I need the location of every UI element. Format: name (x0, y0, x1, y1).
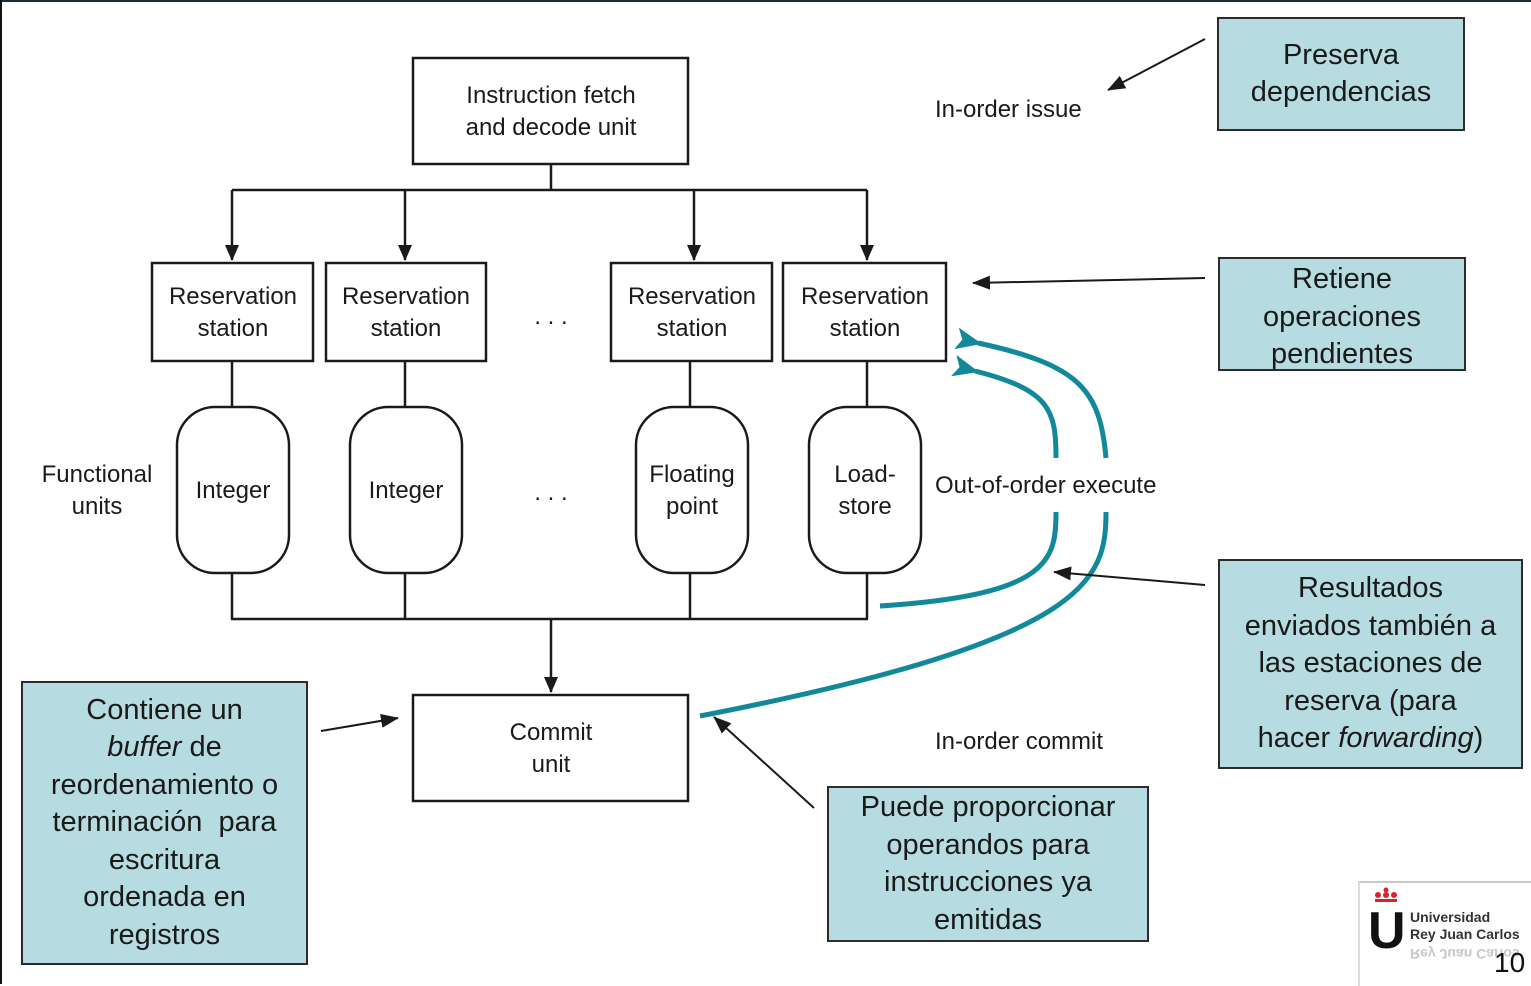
fu-4-line-1: Load- (834, 461, 895, 488)
callout-line: pendientes (1271, 338, 1413, 370)
forwarding-arrow-fu-upper (950, 354, 1059, 459)
slide-page-number: 10 (1494, 947, 1526, 978)
forwarding-arrow-commit-lower (699, 511, 1109, 719)
callout-line: buffer de (107, 731, 222, 764)
reservation-station: Reservation station (609, 261, 774, 363)
commit-unit: Commit unit (411, 693, 690, 803)
rs-3-line-2: station (657, 315, 728, 342)
fetch-unit-line-1: Instruction fetch (466, 82, 635, 109)
functional-units-label-1: Functional (42, 461, 153, 488)
fetch-unit-line-2: and decode unit (466, 114, 637, 141)
logo-name: Universidad Rey Juan Carlos (1410, 909, 1520, 943)
out-of-order-execute-label: Out-of-order execute (935, 472, 1156, 499)
callout-line: emitidas (934, 903, 1042, 936)
callout-line: instrucciones ya (884, 866, 1092, 898)
rs-ellipsis: . . . (534, 303, 567, 330)
pointer-resultados (1053, 566, 1206, 586)
pointer-preserva (1107, 38, 1206, 91)
fu-3-line-1: Floating (649, 461, 734, 488)
rs-3-line-1: Reservation (628, 283, 756, 310)
callout-puede-proporcionar: Puede proporcionar operandos para instru… (827, 786, 1149, 942)
pointer-retiene (972, 275, 1206, 290)
university-logo: U Universidad Rey Juan Carlos Rey Juan C… (1358, 881, 1531, 986)
forwarding-arrow-fu-lower (879, 511, 1059, 609)
rs-2-line-1: Reservation (342, 283, 470, 310)
callout-line: terminación para (52, 806, 277, 839)
rs-4-line-2: station (830, 315, 901, 342)
rs-4-line-1: Reservation (801, 283, 929, 310)
forwarding-arrow-commit-upper (954, 327, 1109, 459)
rs-1-line-1: Reservation (169, 283, 297, 310)
callout-pointers (320, 38, 1206, 809)
functional-unit-load-store: Load- store (807, 405, 923, 575)
callout-line: Puede proporcionar (860, 791, 1116, 823)
logo-name-line-1: Universidad (1410, 909, 1491, 925)
instruction-fetch-unit: Instruction fetch and decode unit (411, 56, 690, 166)
functional-unit-floating-point: Floating point (634, 405, 750, 575)
result-bus (230, 573, 869, 693)
callout-line: operaciones (1263, 300, 1421, 333)
rs-1-line-2: station (198, 315, 269, 342)
fu-ellipsis: . . . (534, 479, 567, 506)
in-order-commit-label: In-order commit (935, 728, 1103, 755)
forwarding-arrows (699, 327, 1109, 719)
fu-3-line-2: point (666, 493, 718, 520)
crown-icon (1375, 887, 1397, 902)
pointer-contiene (320, 713, 399, 732)
fu-4-line-2: store (838, 493, 891, 520)
functional-unit-integer: Integer (175, 405, 291, 575)
callout-line: Resultados (1297, 572, 1444, 605)
callout-retiene-operaciones: Retiene operaciones pendientes (1218, 257, 1466, 371)
italic-term: buffer (107, 731, 182, 764)
logo-name-line-2: Rey Juan Carlos (1410, 926, 1520, 942)
callout-line: escritura (108, 843, 221, 876)
reservation-station: Reservation station (150, 261, 315, 363)
callout-line: operandos para (886, 828, 1090, 861)
commit-unit-line-1: Commit (510, 719, 593, 746)
callout-line: Retiene (1292, 263, 1392, 295)
logo-u-glyph: U (1368, 902, 1406, 960)
commit-unit-line-2: unit (532, 751, 571, 778)
callout-line: dependencias (1250, 76, 1432, 108)
reservation-station: Reservation station (781, 261, 948, 363)
callout-line: enviados también a (1244, 609, 1497, 642)
callout-line: Contiene un (86, 693, 243, 726)
reservation-station: Reservation station (324, 261, 488, 363)
functional-unit-integer: Integer (348, 405, 464, 575)
rs-2-line-2: station (371, 315, 442, 342)
pointer-puede (713, 716, 815, 809)
rs-to-fu-connectors (230, 361, 869, 407)
italic-term: forwarding (1338, 722, 1474, 755)
fu-2-label: Integer (369, 477, 444, 504)
slide-left-border (0, 0, 2, 984)
callout-line: reordenamiento o (50, 768, 279, 801)
issue-bus (225, 164, 874, 261)
callout-line: Preserva (1282, 38, 1400, 71)
callout-line: ordenada en (83, 881, 246, 914)
callout-line: hacer forwarding) (1257, 722, 1484, 755)
fu-1-label: Integer (196, 477, 271, 504)
callout-contiene-buffer: Contiene un buffer de reordenamiento o t… (21, 681, 308, 965)
slide-top-border (0, 0, 1531, 2)
callout-line: reserva (para (1284, 684, 1457, 717)
callout-line: las estaciones de (1258, 647, 1483, 680)
in-order-issue-label: In-order issue (935, 96, 1082, 123)
functional-units-label-2: units (72, 493, 123, 520)
callout-preserva-dependencias: Preserva dependencias (1217, 17, 1465, 131)
callout-line: registros (108, 918, 221, 951)
callout-resultados-forwarding: Resultados enviados también a las estaci… (1218, 559, 1523, 769)
